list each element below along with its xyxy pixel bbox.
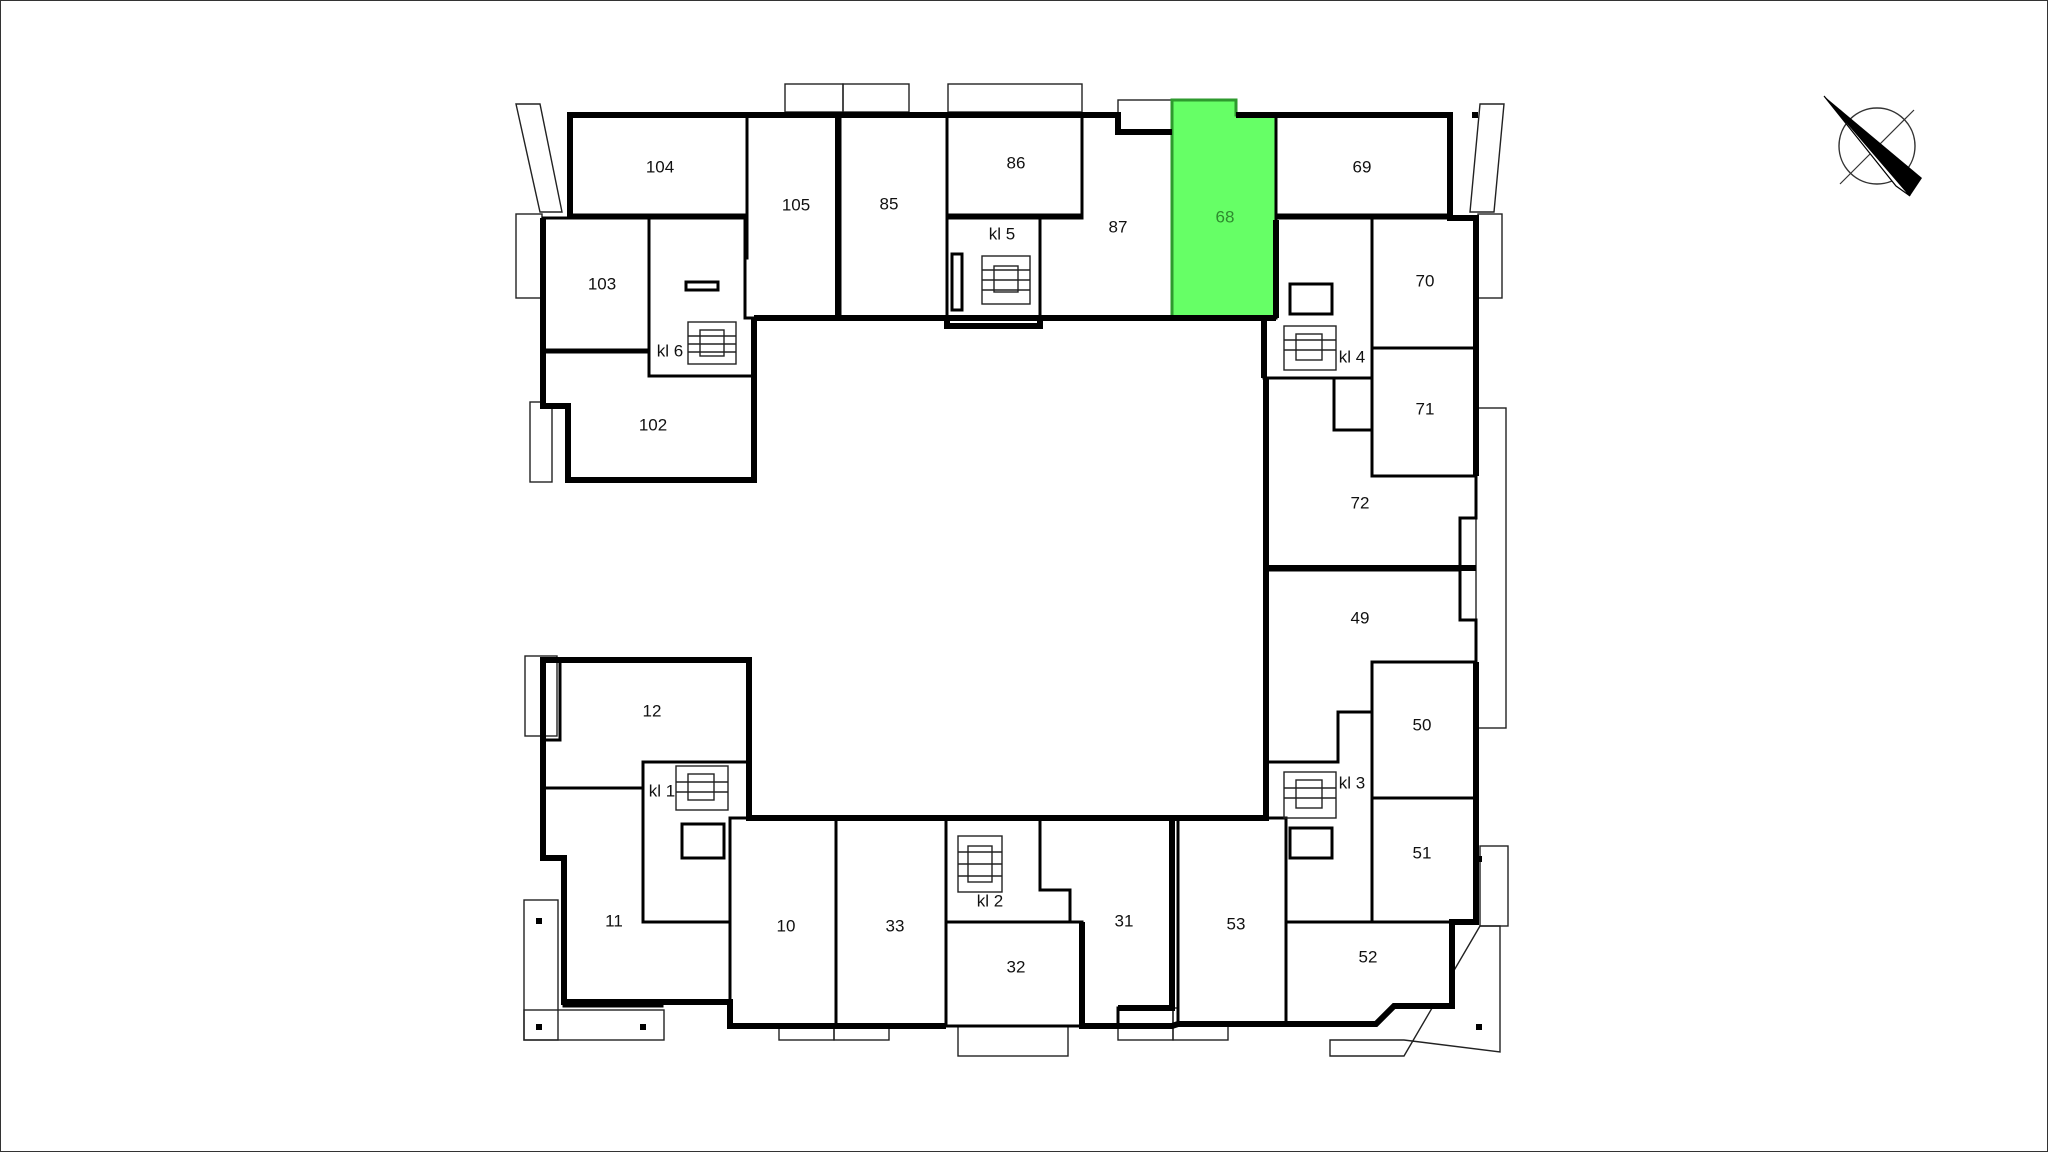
unit-33[interactable] [834,816,948,1028]
label-unit-highlighted: 68 [1216,207,1235,226]
units [541,98,1478,1028]
terrace-markers [536,112,1482,1030]
label-unit: 53 [1227,914,1246,933]
label-stair: kl 1 [649,781,675,800]
label-unit: 85 [880,194,899,213]
label-unit: 49 [1351,608,1370,627]
unit-85[interactable] [838,113,949,320]
label-unit: 71 [1416,399,1435,418]
label-unit: 102 [639,415,667,434]
label-unit: 32 [1007,957,1026,976]
label-unit: 87 [1109,217,1128,236]
label-unit: 51 [1413,843,1432,862]
label-unit: 31 [1115,911,1134,930]
label-unit: 11 [605,911,623,930]
unit-69[interactable] [1274,113,1452,217]
label-stair: kl 4 [1339,347,1365,366]
label-unit: 10 [777,916,796,935]
north-arrow-icon [1823,95,1922,197]
label-unit: 33 [886,916,905,935]
stair-symbol-kl1 [675,765,729,860]
stair-symbol-kl2 [957,835,1003,893]
unit-53[interactable] [1176,816,1288,1026]
label-unit: 50 [1413,715,1432,734]
label-unit: 103 [588,274,616,293]
label-unit: 12 [643,701,662,720]
label-stair: kl 2 [977,891,1003,910]
label-unit: 52 [1359,947,1378,966]
stair-symbol-kl5 [950,252,1031,312]
stair-symbol-kl4 [1283,282,1337,371]
label-stair: kl 5 [989,224,1015,243]
label-unit: 86 [1007,153,1026,172]
label-unit: 104 [646,157,674,176]
unit-105[interactable] [743,113,840,320]
label-unit: 72 [1351,493,1370,512]
unit-50[interactable] [1370,660,1478,800]
unit-32[interactable] [944,920,1084,1028]
label-unit: 105 [782,195,810,214]
unit-71[interactable] [1370,346,1478,478]
unit-70[interactable] [1370,216,1478,350]
stairs [675,252,1337,893]
unit-labels: 104 105 85 86 87 68 69 103 kl 6 102 kl 5… [588,153,1435,976]
stair-symbol-kl3 [1283,771,1337,860]
stair-symbol-kl6 [684,280,737,365]
label-stair: kl 3 [1339,773,1365,792]
label-stair: kl 6 [657,341,683,360]
label-unit: 69 [1353,157,1372,176]
label-unit: 70 [1416,271,1435,290]
outer-walls [540,112,1479,1029]
